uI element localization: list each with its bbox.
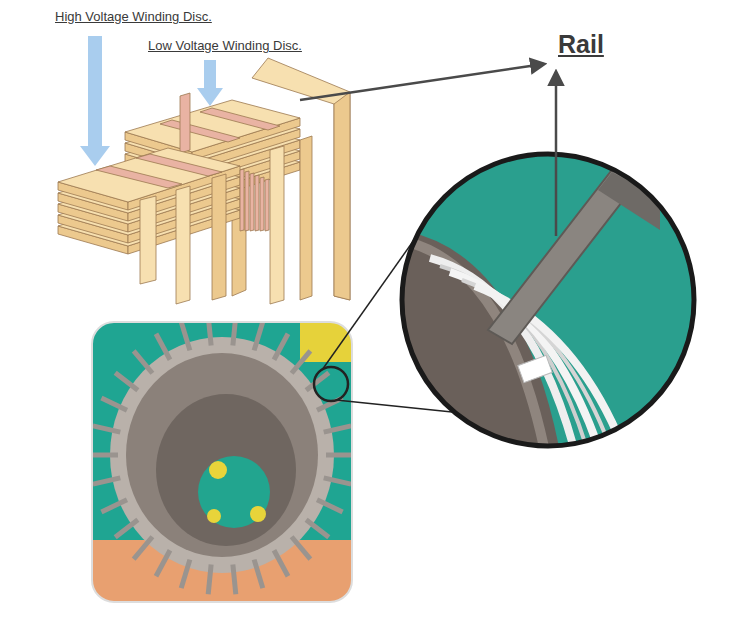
label-text: Rail	[558, 30, 604, 59]
label-text: High Voltage Winding Disc.	[55, 9, 212, 24]
zoom-view	[400, 152, 700, 452]
photo	[92, 322, 352, 602]
focus-ring	[314, 367, 348, 401]
label-text: Low Voltage Winding Disc.	[148, 38, 302, 53]
